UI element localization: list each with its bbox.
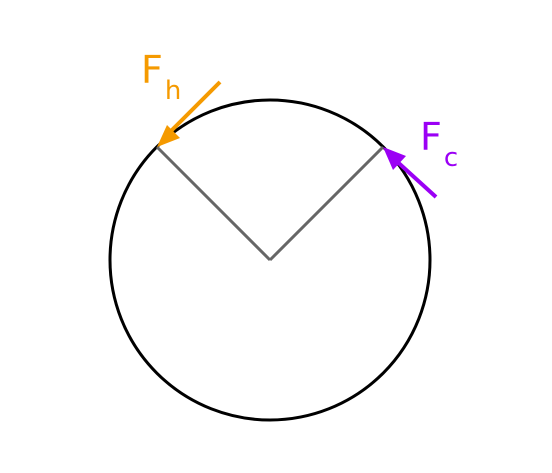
wheel-circle bbox=[108, 98, 432, 422]
force-h-arrowhead bbox=[157, 125, 180, 147]
force-c-label: Fc bbox=[420, 115, 458, 173]
radius-line-right bbox=[268, 145, 385, 262]
force-c-arrowhead bbox=[383, 147, 406, 170]
force-c-arrow bbox=[390, 155, 438, 199]
force-h-label: Fh bbox=[141, 48, 181, 106]
radius-line-left bbox=[155, 145, 272, 262]
force-h-arrow bbox=[161, 80, 222, 141]
